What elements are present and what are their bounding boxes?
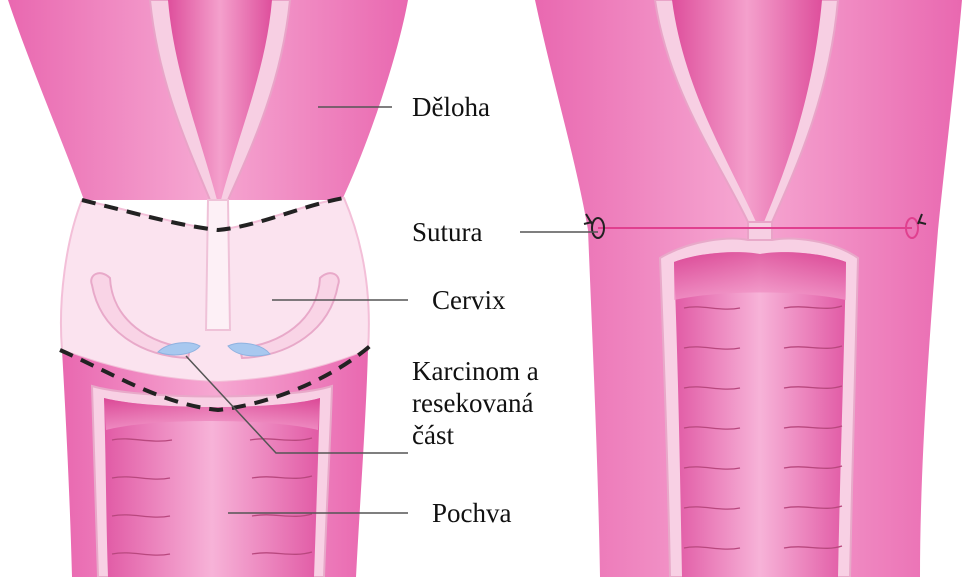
stump-neck (748, 222, 772, 240)
label-carcinoma: Karcinom a resekovaná část (412, 355, 572, 451)
cervical-canal (206, 200, 230, 330)
left-panel (8, 0, 408, 577)
vagina-canal-right (674, 252, 846, 577)
label-suture: Sutura (412, 216, 483, 248)
label-uterus: Děloha (412, 91, 490, 123)
right-panel (535, 0, 962, 577)
label-cervix: Cervix (432, 284, 506, 316)
label-vagina: Pochva (432, 497, 511, 529)
